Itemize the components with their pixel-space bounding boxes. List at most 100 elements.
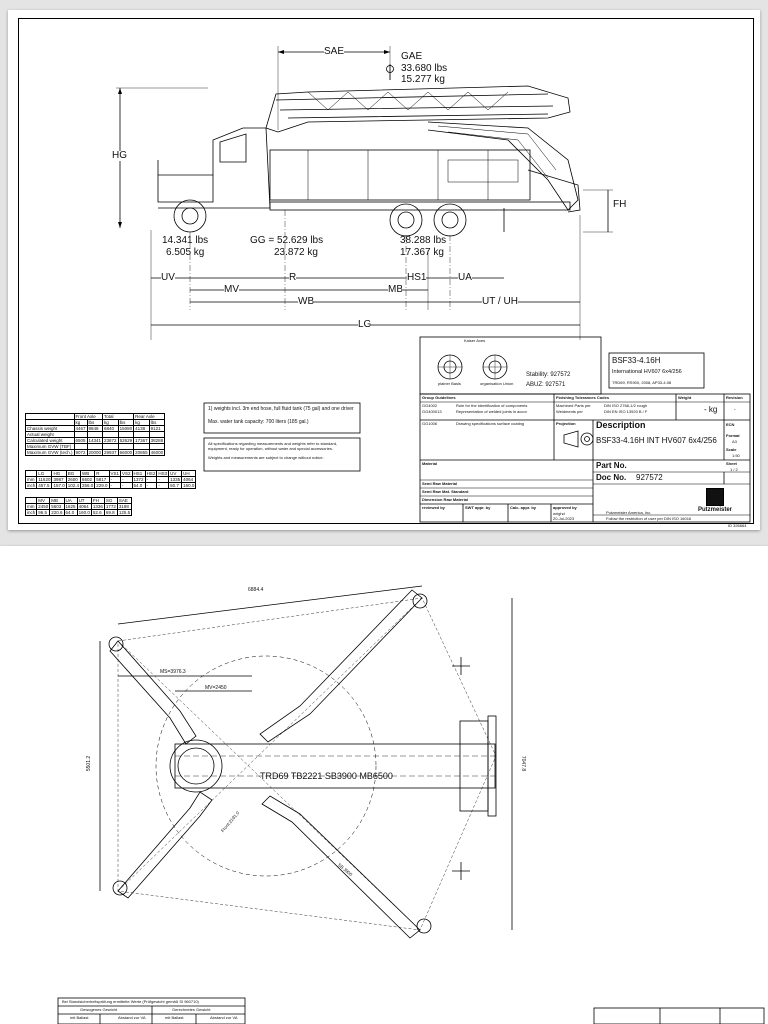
table-cell: -: [120, 482, 133, 489]
approved-by-label: approved by: [553, 505, 577, 510]
table-cell: -: [156, 482, 170, 489]
front-axle-kg: 6.505 kg: [166, 247, 205, 258]
semi-raw-std-label: Semi Raw Mat. Standard: [422, 489, 469, 494]
group-guidelines-title: Group Guidelines: [422, 395, 456, 400]
table-cell: 64.0: [63, 509, 78, 516]
table-cell: -: [144, 482, 158, 489]
table-cell: 6505: [73, 437, 88, 444]
tolerance-label: Weldments per: [556, 409, 583, 414]
table-cell: 29937: [102, 449, 119, 456]
distance-label: Abstand zur VA: [118, 1015, 146, 1020]
mb-label: MB: [388, 284, 403, 295]
with-ballast-label-2: mit Ballast: [165, 1015, 184, 1020]
with-ballast-label: mit Ballast: [70, 1015, 89, 1020]
ms-dim: MS=3976.3: [160, 669, 186, 675]
guideline-desc: Rule for the identification of component…: [456, 403, 528, 408]
dim-raw-label: Dimension Raw Material: [422, 497, 469, 502]
table-cell: 69.8: [103, 509, 118, 516]
document-id: ID 326664: [728, 523, 747, 528]
wb-label: WB: [298, 296, 315, 307]
table-cell: 9072: [73, 449, 88, 456]
format-value: A3: [732, 439, 737, 444]
table-cell: Maximum GVW (TBF): [25, 443, 75, 450]
tolerance-label: Machined Parts per: [556, 403, 591, 408]
note-1: 1) weights incl. 3m end hose, full fluid…: [208, 406, 354, 412]
table-cell: 125.5: [116, 509, 133, 516]
table-cell: 220.6: [49, 509, 65, 516]
model-title: BSF33-4.16H: [612, 356, 661, 365]
gae-kg: 15.277 kg: [401, 74, 445, 85]
table-cell: 1336: [90, 503, 105, 510]
table-cell: 4467: [73, 425, 88, 432]
table-cell: 17367: [133, 437, 150, 444]
rear-axle-lbs: 38.288 lbs: [400, 235, 447, 246]
r-label: R: [289, 272, 297, 283]
note-4: Weights and measurements are subject to …: [208, 455, 324, 460]
hg-label: HG: [112, 150, 127, 161]
stability-label-2: organisation Union: [480, 381, 514, 386]
table-cell: 52629: [117, 437, 135, 444]
table-cell: 96.5: [36, 509, 51, 516]
stability-axes-label: Kaiser Axes: [464, 338, 486, 343]
dim-header: HS2: [144, 470, 158, 477]
scale-value: 1:50: [732, 453, 740, 458]
mv-label: MV: [224, 284, 239, 295]
tolerance-value: DIN EN ISO 13920 B / F: [604, 409, 648, 414]
table-cell: 256.0: [79, 482, 96, 489]
swt-appr-label: SWT appr. by: [465, 505, 491, 510]
tolerance-value: DIN ISO 2768-1/2 rough: [604, 403, 648, 408]
doc-no-value: 927572: [636, 473, 663, 482]
stability-test-title: Bei Standsicherheitsprüfung ermittelte W…: [62, 999, 199, 1004]
right-width-dim: 7047.8: [520, 755, 527, 772]
table-cell: 1625: [63, 503, 78, 510]
table-cell: 50.7: [168, 482, 183, 489]
fh-label: FH: [613, 199, 627, 210]
table-cell: 20865: [133, 449, 150, 456]
description-value: BSF33-4.16H INT HV607 6x4/256: [596, 436, 717, 445]
table-cell: -: [108, 482, 122, 489]
approver-name: wrighd: [553, 511, 565, 516]
restriction-note: Follow the restriction of user per DIN I…: [606, 516, 692, 521]
configuration-label: TRD69 TB2221 SB3900 MB6500: [260, 771, 393, 781]
outrigger-plan-view: [57, 585, 765, 1024]
part-no-label: Part No.: [596, 461, 627, 470]
table-cell: 1372: [131, 476, 146, 483]
hs1-label: HS1: [407, 272, 427, 283]
company-name: Putzmeister America, Inc.: [606, 510, 652, 515]
uv-label: UV: [161, 272, 175, 283]
guideline-code: GG4002: [422, 403, 438, 408]
guideline-code: GG400013: [422, 409, 442, 414]
ut-uh-label: UT / UH: [482, 296, 518, 307]
model-chassis: International HV607 6x4/256: [612, 369, 682, 375]
approval-date: 20-Jul-2023: [553, 516, 575, 521]
weights-table: Front Axle Total Rear Axle kg lbs kg lbs…: [25, 413, 166, 456]
ua-label: UA: [458, 272, 472, 283]
table-cell: 102.4: [65, 482, 81, 489]
reviewed-by-label: reviewed by: [422, 505, 445, 510]
distance-label-2: Abstand zur VA: [210, 1015, 238, 1020]
table-cell: 46000: [148, 449, 166, 456]
note-3: All specifications regarding measurement…: [208, 441, 338, 451]
table-cell: 1335: [168, 476, 183, 483]
left-width-dim: 5501.2: [86, 755, 93, 772]
table-cell: 38288: [148, 437, 166, 444]
dim-header: VS1: [108, 470, 122, 477]
gross-weight-kg: 23.872 kg: [274, 247, 318, 258]
guideline-code: GG1006: [422, 421, 438, 426]
material-label: Material: [422, 461, 438, 466]
gae-label: GAE: [401, 51, 423, 62]
front-axle-lbs: 14.341 lbs: [162, 235, 209, 246]
dim-header: HS3: [156, 470, 170, 477]
table-cell: 15080: [117, 425, 135, 432]
guideline-desc: Drawing specifications surface coating: [456, 421, 525, 426]
doc-no-label: Doc No.: [596, 473, 627, 482]
sheet-label: Sheet: [726, 461, 737, 466]
sheet-value: 1 / 2: [730, 467, 738, 472]
company-logo-text: Putzmeister: [698, 507, 733, 513]
note-2: Max. water tank capacity: 700 liters (18…: [208, 419, 309, 425]
